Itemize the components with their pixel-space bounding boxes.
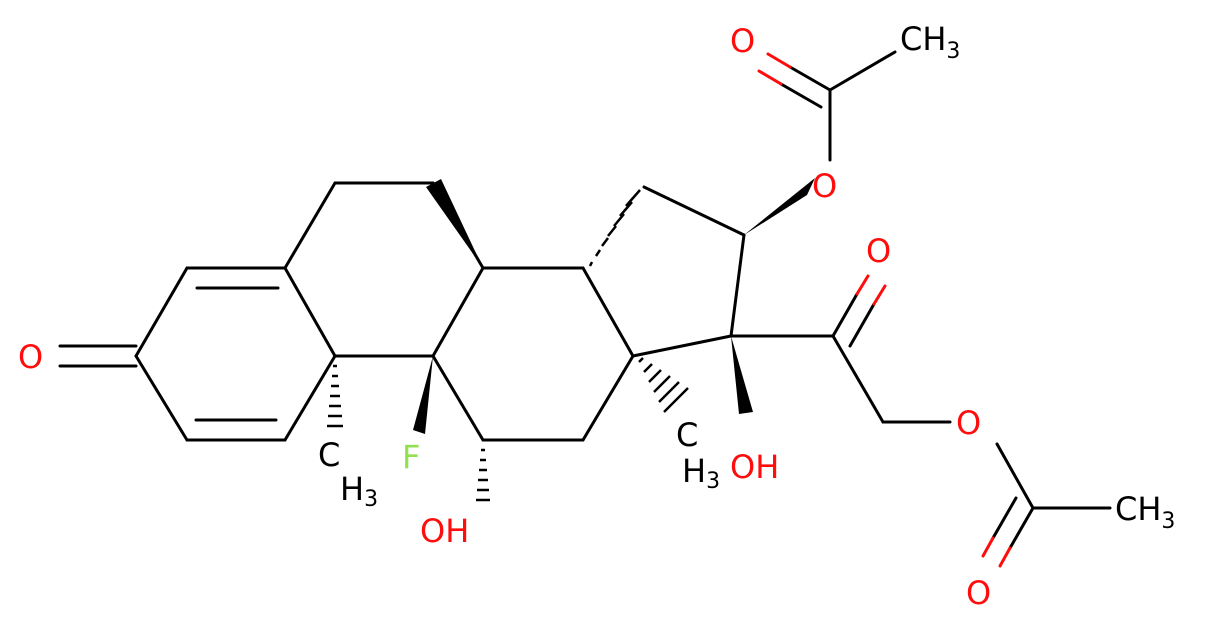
- solid-wedges: [413, 178, 815, 434]
- side-chain-bonds: [729, 334, 952, 424]
- bond: [757, 69, 783, 86]
- bond: [631, 334, 733, 358]
- c13-methyl-subscript: H3: [682, 452, 720, 494]
- ester1-oxygen-label: O: [812, 167, 837, 205]
- side-ketone-oxygen-label: O: [866, 232, 891, 270]
- ester1-carbonyl-oxygen-label: O: [730, 22, 755, 60]
- c10-h-subscript: 3: [364, 487, 378, 512]
- hash-line: [588, 261, 594, 267]
- c13-methyl-label: C: [676, 416, 698, 454]
- c11-hydroxyl-label: OH: [420, 512, 469, 550]
- c13-h-subscript: 3: [706, 469, 720, 494]
- wedge-bond: [744, 178, 815, 235]
- ester2-methyl-text: CH: [1115, 490, 1161, 528]
- bond: [788, 65, 832, 92]
- hash-line: [653, 375, 671, 393]
- bond: [134, 354, 189, 442]
- hash-line: [663, 387, 689, 413]
- bond: [283, 266, 337, 358]
- ester2-methyl-subscript: 3: [1161, 509, 1175, 534]
- bond: [991, 496, 1018, 540]
- bond: [283, 354, 337, 442]
- ester2-methyl-label: CH3: [1115, 490, 1175, 534]
- bond: [766, 52, 792, 69]
- c10-methyl-subscript: H3: [340, 470, 378, 512]
- wedge-bond: [731, 336, 753, 414]
- hash-line: [607, 225, 617, 237]
- side-ketone-bond: [831, 274, 887, 348]
- hash-line: [625, 189, 641, 207]
- bond: [995, 442, 1035, 510]
- hash-line: [594, 249, 602, 257]
- atom-labels: O O CH3 O O O CH3 O OH F OH C H3 C H3: [18, 20, 1175, 612]
- ring-d-bonds: [631, 185, 746, 358]
- bond: [981, 536, 995, 558]
- hash-line: [658, 381, 680, 403]
- ring-a-bonds: [58, 266, 337, 442]
- ester2-oxygen-label: O: [956, 404, 981, 442]
- c13-h-text: H: [682, 452, 706, 490]
- bond: [729, 233, 746, 338]
- ester1-methyl-text: CH: [900, 20, 946, 58]
- hash-line: [648, 369, 662, 383]
- ester2-carbonyl-oxygen-label: O: [966, 574, 991, 612]
- bond: [831, 292, 859, 338]
- bond: [998, 546, 1012, 568]
- bond: [848, 302, 876, 348]
- bond: [872, 284, 887, 306]
- bond: [642, 185, 746, 237]
- ring-c-bonds: [431, 266, 635, 442]
- wedge-bond: [426, 179, 483, 268]
- bond: [134, 266, 189, 358]
- bond: [431, 354, 485, 442]
- hash-line: [643, 363, 653, 373]
- fluorine-label: F: [402, 438, 420, 476]
- acetate-2-bonds: [981, 442, 1112, 568]
- hashed-wedges: [327, 189, 689, 502]
- bond: [855, 274, 870, 296]
- acetate-1-bonds: [757, 50, 897, 162]
- ketone-oxygen-label: O: [18, 338, 43, 376]
- c10-h-text: H: [340, 470, 364, 508]
- wedge-bond: [413, 356, 433, 434]
- bond: [581, 266, 635, 358]
- ester1-methyl-label: CH3: [900, 20, 960, 64]
- bond: [283, 181, 337, 270]
- bond: [581, 354, 635, 442]
- hash-line: [613, 213, 625, 227]
- bond: [828, 50, 897, 92]
- hash-line: [601, 237, 609, 247]
- hash-line: [638, 357, 644, 363]
- c17-hydroxyl-label: OH: [730, 448, 779, 486]
- bond: [1008, 506, 1035, 550]
- c10-methyl-label: C: [318, 436, 340, 474]
- bond: [779, 82, 823, 109]
- bond: [431, 266, 485, 358]
- hash-line: [619, 201, 633, 217]
- ester1-methyl-subscript: 3: [946, 39, 960, 64]
- bond: [831, 334, 885, 424]
